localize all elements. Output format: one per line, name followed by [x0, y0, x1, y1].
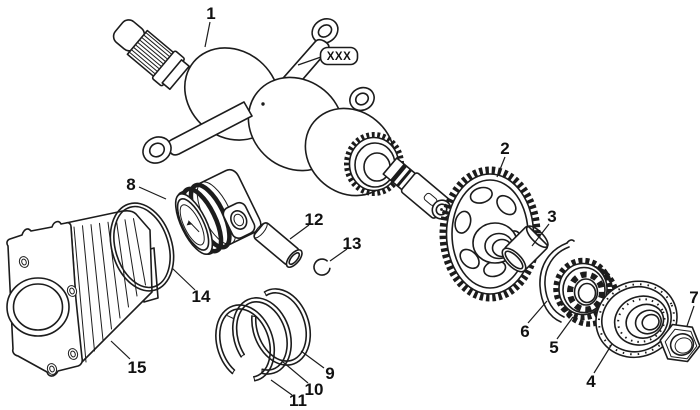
leader-6 [527, 300, 548, 324]
callout-2: 2 [500, 139, 509, 158]
piston [174, 168, 262, 255]
leader-5 [556, 316, 574, 340]
spring-ring [539, 239, 575, 323]
crank-pin-center [261, 102, 265, 106]
callout-12: 12 [305, 210, 324, 229]
cylinder-fin-block [65, 209, 153, 365]
clutch-cage-windows [567, 271, 605, 313]
output-shaft [382, 157, 452, 220]
bushing [501, 225, 549, 273]
leader-12 [289, 224, 310, 240]
cylinder-bore [6, 277, 70, 337]
leader-13 [329, 248, 348, 262]
pin-circlip [313, 258, 331, 276]
bearing [595, 280, 678, 359]
callout-14: 14 [192, 287, 211, 306]
callout-numbers: 1 2 3 4 5 6 7 8 9 10 11 12 13 14 15 [126, 4, 698, 410]
callout-6: 6 [520, 322, 529, 341]
piston-ring-top [251, 288, 312, 366]
leader-11 [270, 379, 293, 396]
xxx-badge: XXX [319, 46, 359, 66]
hex-nut [659, 323, 700, 363]
leader-7 [686, 305, 695, 327]
callout-10: 10 [305, 380, 324, 399]
spline-shaft [112, 19, 190, 91]
leader-9 [300, 350, 325, 369]
piston-pin [253, 222, 303, 269]
xxx-badge-label: XXX [327, 51, 352, 63]
leader-14 [171, 267, 196, 291]
leader-xxx [297, 56, 322, 66]
leader-3 [531, 223, 550, 247]
callout-7: 7 [689, 288, 698, 307]
leader-lines [110, 21, 695, 396]
callout-15: 15 [128, 358, 147, 377]
connecting-rod-lower [142, 101, 253, 164]
bolt-holes [18, 256, 79, 375]
leader-10 [282, 361, 309, 384]
base-gasket [109, 202, 175, 292]
crown-arrow-icon [186, 220, 200, 233]
leader-4 [593, 343, 613, 374]
callout-13: 13 [343, 234, 362, 253]
callout-9: 9 [325, 364, 334, 383]
spline-hatching [129, 32, 174, 76]
callout-3: 3 [547, 207, 556, 226]
piston-crown [174, 193, 214, 255]
callout-11: 11 [289, 391, 307, 410]
leader-2 [496, 156, 506, 178]
leader-1 [204, 21, 211, 48]
pin-boss-window [222, 201, 256, 239]
leader-8 [138, 186, 167, 200]
piston-ring-second [227, 297, 293, 375]
callout-1: 1 [206, 4, 215, 23]
leader-15 [110, 340, 131, 360]
callout-4: 4 [586, 372, 596, 391]
callout-5: 5 [549, 338, 558, 357]
callout-8: 8 [126, 175, 135, 194]
piston-ring-oil [215, 304, 276, 382]
crankshaft-assembly [112, 18, 452, 220]
pin-bore [230, 210, 248, 230]
cylinder [6, 209, 159, 377]
